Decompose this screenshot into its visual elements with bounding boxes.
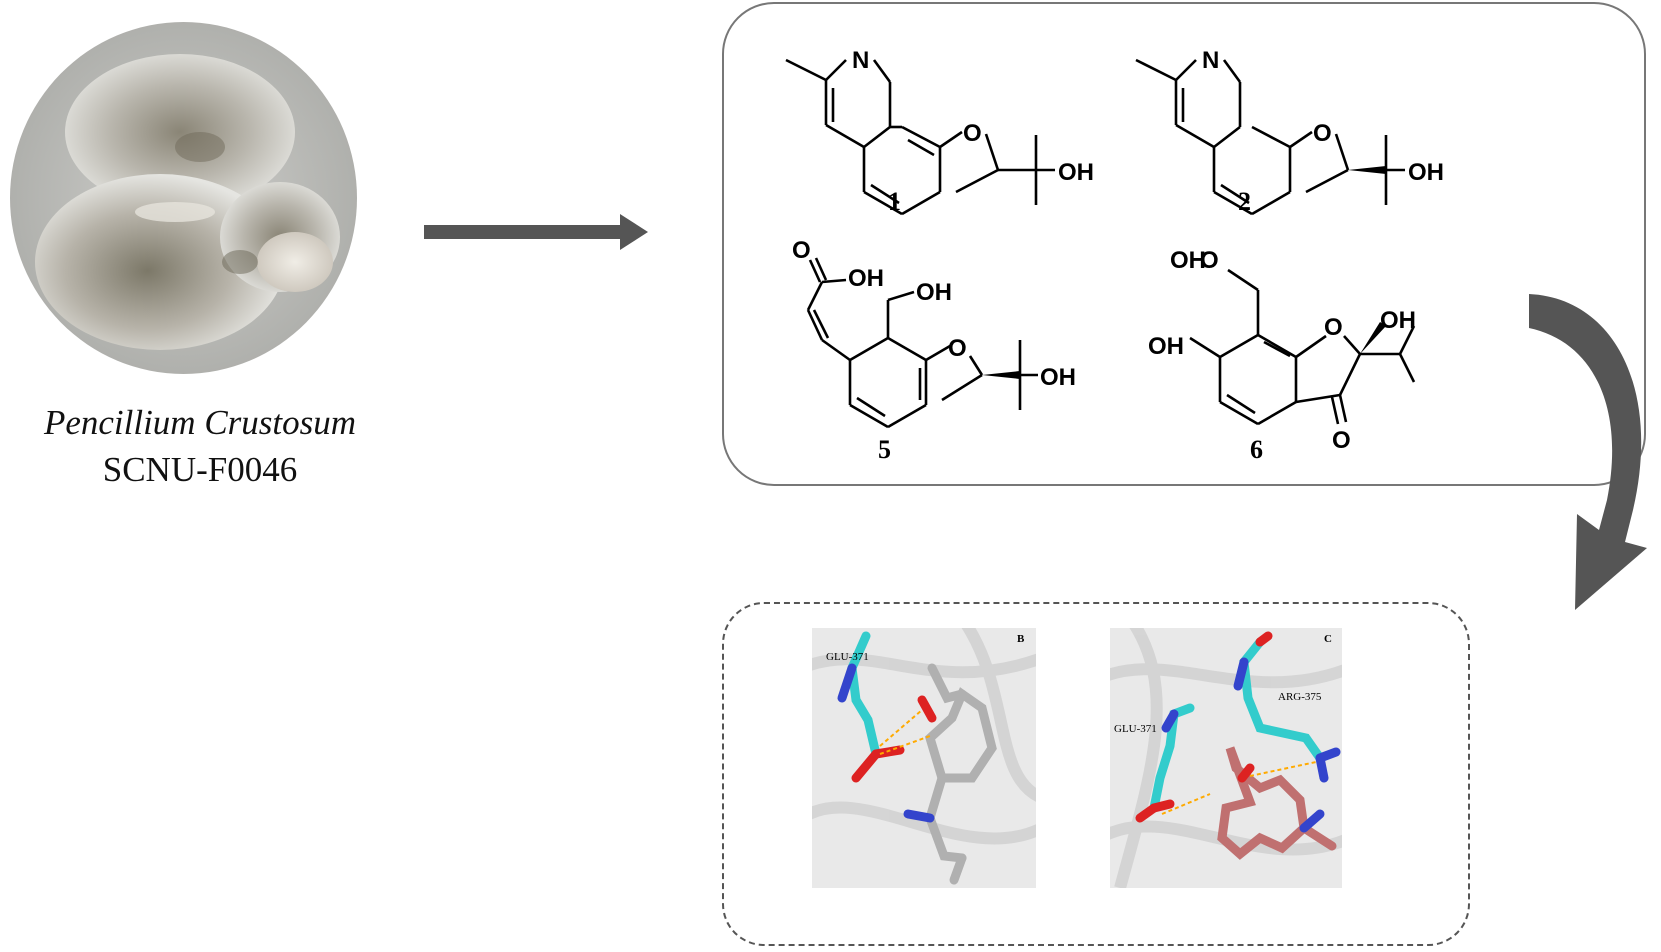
residue-label: GLU-371 bbox=[826, 651, 869, 663]
compound-1-structure: N O OH 1 bbox=[785, 47, 1094, 216]
atom-o-label: O bbox=[1324, 314, 1343, 341]
residue-label: ARG-375 bbox=[1278, 691, 1322, 703]
straight-arrow-icon bbox=[424, 214, 648, 250]
compound-number: 6 bbox=[1250, 435, 1263, 464]
compound-2-structure: N O OH 2 bbox=[1135, 47, 1444, 216]
atom-o-label: O bbox=[792, 240, 811, 264]
hydroxyl-label: OH bbox=[1170, 247, 1206, 274]
panel-letter: B bbox=[1017, 633, 1025, 645]
docking-pose-b: GLU-371 B bbox=[812, 628, 1036, 888]
hydroxyl-label: OH bbox=[1408, 159, 1444, 186]
atom-n-label: N bbox=[1202, 47, 1219, 74]
compound-number: 2 bbox=[1238, 187, 1251, 216]
compound-5-structure: O OH OH O OH 5 bbox=[792, 240, 1076, 464]
compound-6-ho-left: OH bbox=[1148, 333, 1184, 360]
compound-number: 1 bbox=[888, 187, 901, 216]
svg-text:OH: OH bbox=[1148, 333, 1184, 360]
hydroxyl-label: OH bbox=[916, 279, 952, 306]
atom-o-label: O bbox=[1200, 247, 1219, 274]
atom-o-label: O bbox=[1332, 427, 1351, 454]
atom-n-label: N bbox=[852, 47, 869, 74]
fungus-culture-photo bbox=[10, 22, 357, 374]
strain-code: SCNU-F0046 bbox=[102, 450, 298, 489]
hydroxyl-label: OH bbox=[1040, 364, 1076, 391]
docking-panel bbox=[722, 602, 1470, 946]
atom-o-label: O bbox=[963, 120, 982, 147]
compound-6-structure: OH O OH O OH O 6 bbox=[1170, 247, 1416, 464]
hydroxyl-label: OH bbox=[1058, 159, 1094, 186]
compounds-panel bbox=[722, 2, 1646, 486]
atom-o-label: O bbox=[1313, 120, 1332, 147]
atom-o-label: O bbox=[948, 335, 967, 362]
organism-name: Pencillium Crustosum bbox=[43, 403, 357, 442]
panel-letter: C bbox=[1324, 633, 1332, 645]
residue-label: GLU-371 bbox=[1114, 723, 1157, 735]
docking-pose-c: ARG-375 GLU-371 C bbox=[1110, 628, 1342, 888]
hydroxyl-label: OH bbox=[848, 265, 884, 292]
compound-number: 5 bbox=[878, 435, 891, 464]
curved-arrow-icon bbox=[1529, 294, 1647, 610]
hydroxyl-label: OH bbox=[1380, 307, 1416, 334]
